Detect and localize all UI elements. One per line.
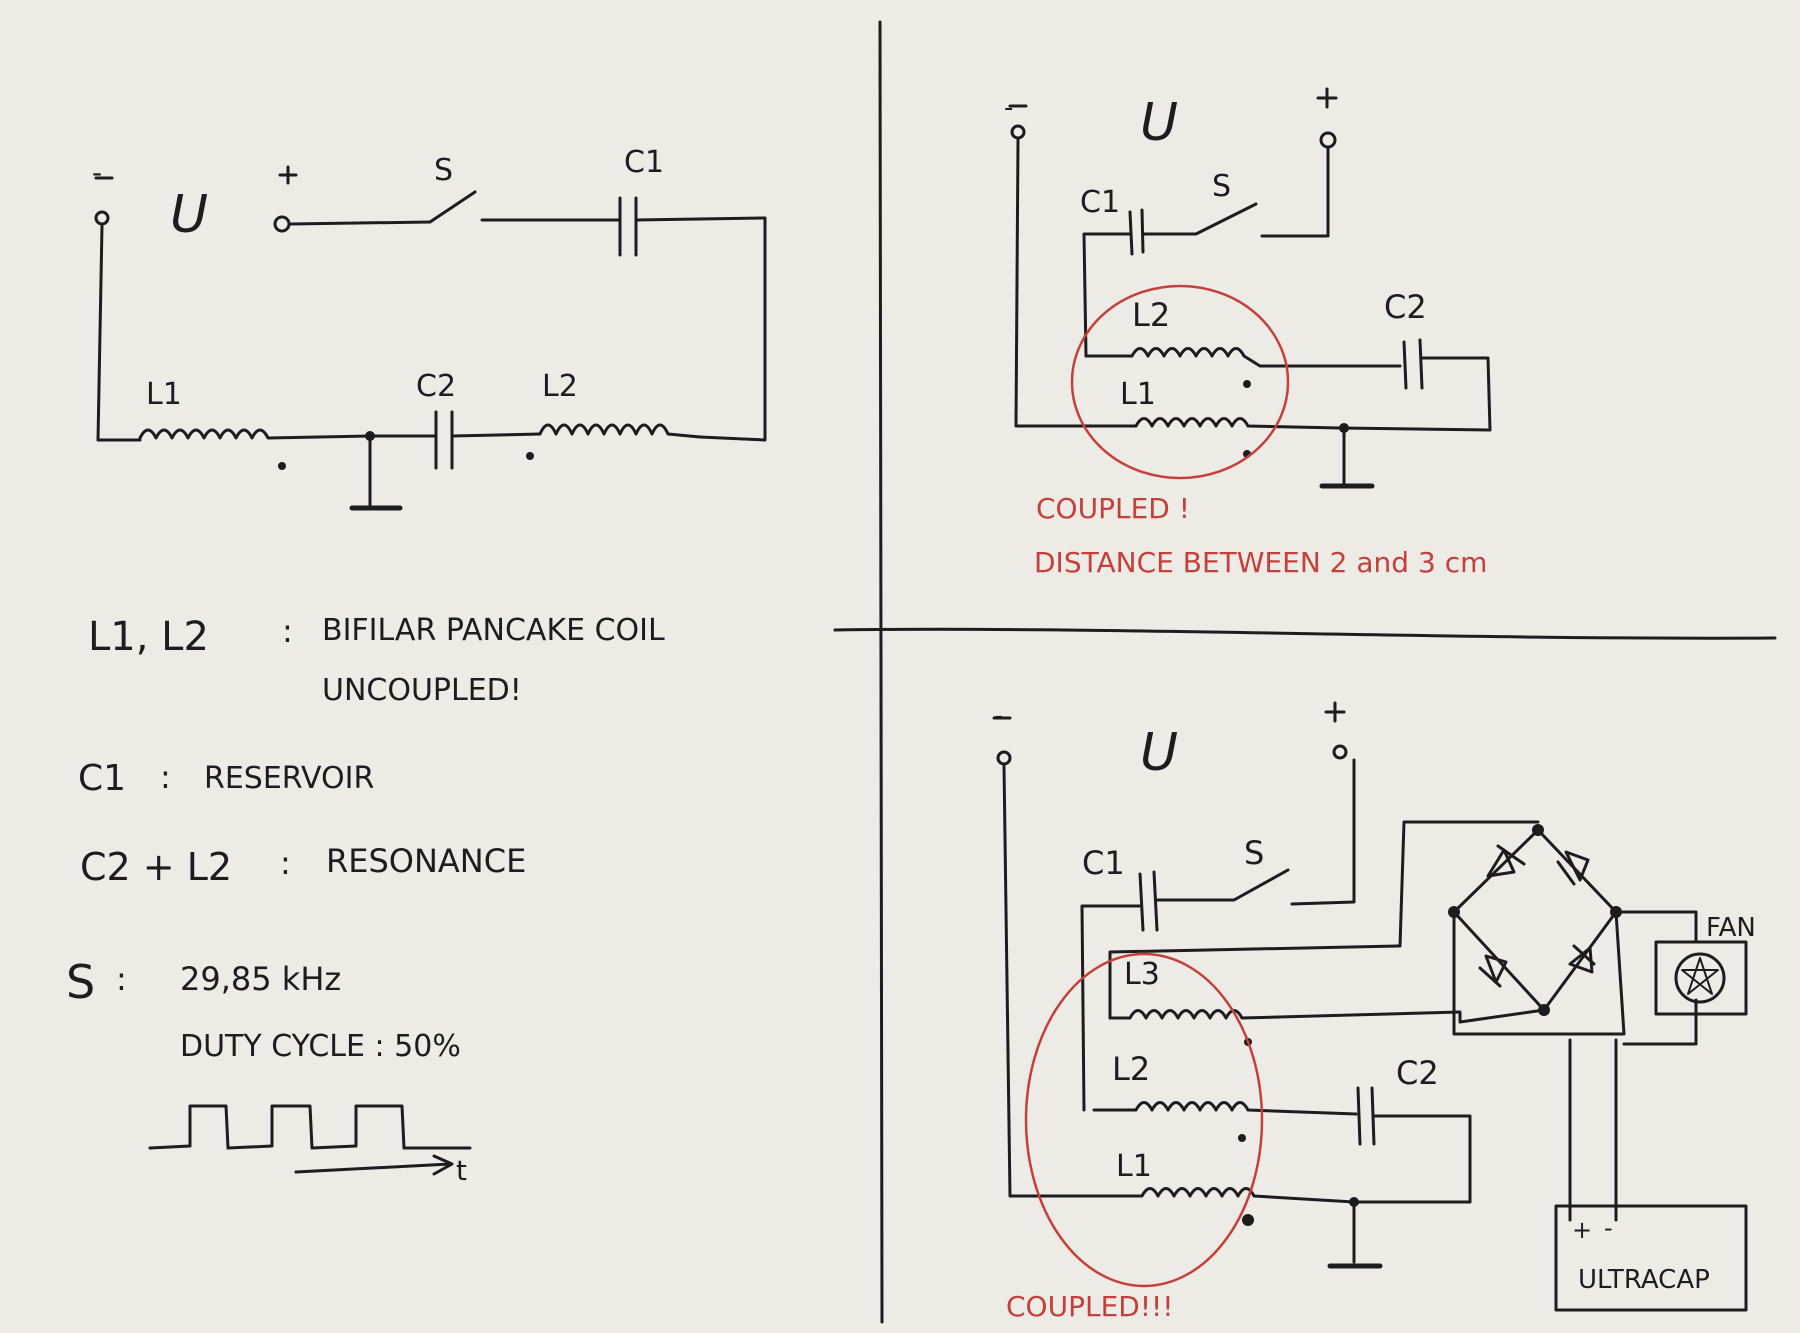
tr-c1-label: C1 bbox=[1080, 185, 1120, 220]
tr-voltage-label: U bbox=[1140, 93, 1178, 153]
br-voltage-label: U bbox=[1140, 723, 1178, 783]
note-reservoir-text: RESERVOIR bbox=[204, 761, 374, 796]
note-s-sep: : bbox=[116, 960, 127, 998]
note-c2-l2-sep: : bbox=[280, 844, 291, 882]
br-negative-terminal-label: - bbox=[994, 701, 1003, 731]
bottom-right-circuit bbox=[992, 701, 1748, 1312]
tr-l2-label: L2 bbox=[1132, 296, 1170, 334]
note-s-key: S bbox=[66, 955, 95, 1009]
time-axis-label: t bbox=[456, 1154, 467, 1187]
left-l1-label: L1 bbox=[146, 377, 182, 412]
tr-distance-note: DISTANCE BETWEEN 2 and 3 cm bbox=[1034, 546, 1487, 579]
note-c1-sep: : bbox=[160, 758, 171, 796]
tr-c2-label: C2 bbox=[1384, 288, 1427, 326]
note-c1-key: C1 bbox=[78, 758, 126, 799]
left-l2-label: L2 bbox=[542, 369, 578, 404]
tr-switch-label: S bbox=[1212, 169, 1231, 204]
br-c2-label: C2 bbox=[1396, 1054, 1439, 1092]
br-l1-label: L1 bbox=[1116, 1149, 1152, 1184]
ultracap-plus-label: + bbox=[1572, 1216, 1592, 1244]
bottom-right-coupling-circle bbox=[1024, 952, 1264, 1288]
note-duty-cycle-text: DUTY CYCLE : 50% bbox=[180, 1029, 461, 1064]
note-uncoupled-text: UNCOUPLED! bbox=[322, 673, 522, 708]
left-c1-label: C1 bbox=[624, 145, 664, 180]
left-c2-label: C2 bbox=[416, 369, 456, 404]
note-resonance-text: RESONANCE bbox=[326, 842, 526, 880]
br-coupled-note: COUPLED!!! bbox=[1006, 1290, 1174, 1323]
square-wave-sketch bbox=[148, 1104, 472, 1176]
page-dividers bbox=[833, 20, 1777, 1324]
left-circuit bbox=[94, 165, 767, 511]
note-c2-l2-key: C2 + L2 bbox=[80, 845, 232, 889]
top-right-coupling-circle bbox=[1070, 284, 1290, 480]
fan-label: FAN bbox=[1706, 913, 1756, 943]
ultracap-label: ULTRACAP bbox=[1578, 1265, 1710, 1295]
left-switch-label: S bbox=[434, 153, 453, 188]
note-l1-l2-key: L1, L2 bbox=[88, 614, 209, 660]
tr-coupled-note: COUPLED ! bbox=[1036, 492, 1190, 525]
br-l3-label: L3 bbox=[1124, 957, 1160, 992]
left-notes: L1, L2 : BIFILAR PANCAKE COIL UNCOUPLED!… bbox=[66, 612, 665, 1064]
note-frequency-text: 29,85 kHz bbox=[180, 960, 341, 998]
note-l1-l2-sep: : bbox=[282, 612, 293, 650]
br-switch-label: S bbox=[1244, 834, 1264, 872]
ultracap-minus-label: - bbox=[1604, 1214, 1613, 1242]
tr-negative-terminal-label: - bbox=[1004, 93, 1013, 123]
left-negative-terminal-label: - bbox=[92, 156, 102, 189]
tr-l1-label: L1 bbox=[1120, 377, 1156, 412]
note-bifilar-text: BIFILAR PANCAKE COIL bbox=[322, 613, 665, 648]
br-c1-label: C1 bbox=[1082, 844, 1125, 882]
left-voltage-label: U bbox=[170, 185, 208, 245]
br-l2-label: L2 bbox=[1112, 1050, 1150, 1088]
